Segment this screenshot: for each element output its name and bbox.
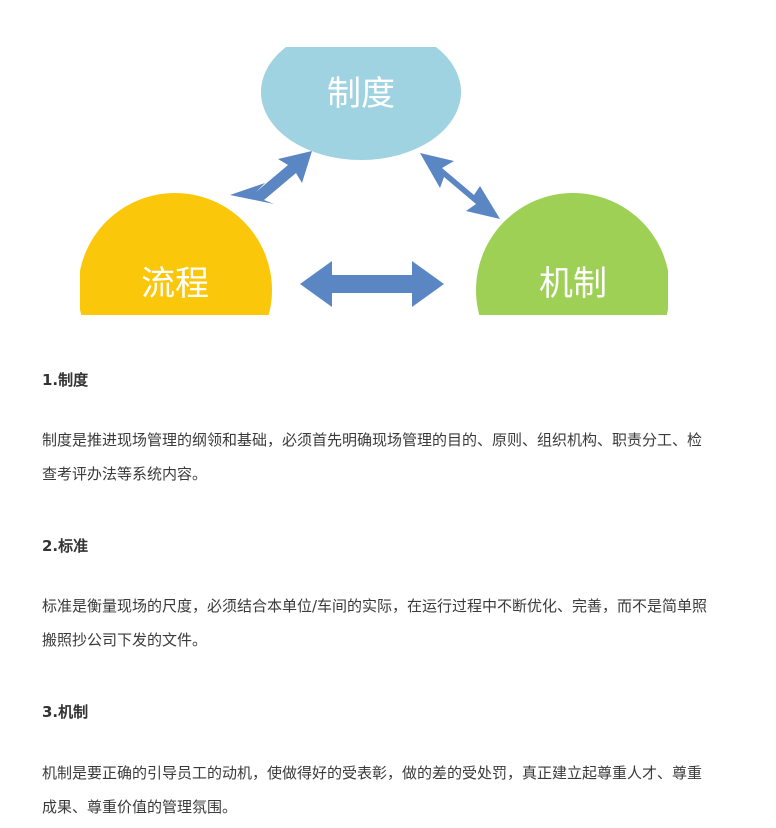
node-zhidu [261, 47, 461, 160]
section-heading: 3.机制 [42, 703, 89, 721]
arrow-left-diagonal [230, 151, 312, 204]
section-heading: 1.制度 [42, 371, 89, 389]
section-body: 机制是要正确的引导员工的动机，使做得好的受表彰，做的差的受处罚，真正建立起尊重人… [42, 764, 703, 816]
section-heading: 2.标准 [42, 537, 89, 555]
arrow-right-diagonal [420, 153, 500, 219]
section-body: 制度是推进现场管理的纲领和基础，必须首先明确现场管理的目的、原则、组织机构、职责… [42, 431, 703, 483]
node-label-liucheng: 流程 [141, 264, 209, 304]
node-liucheng [80, 193, 272, 315]
node-jizhi [476, 193, 668, 315]
arrows [230, 151, 500, 307]
arrow-horizontal [300, 261, 444, 307]
node-label-jizhi: 机制 [539, 264, 607, 304]
relationship-diagram: 制度 流程 机制 [80, 47, 668, 315]
section-body: 标准是衡量现场的尺度，必须结合本单位/车间的实际，在运行过程中不断优化、完善，而… [42, 597, 708, 649]
node-label-zhidu: 制度 [327, 74, 395, 114]
